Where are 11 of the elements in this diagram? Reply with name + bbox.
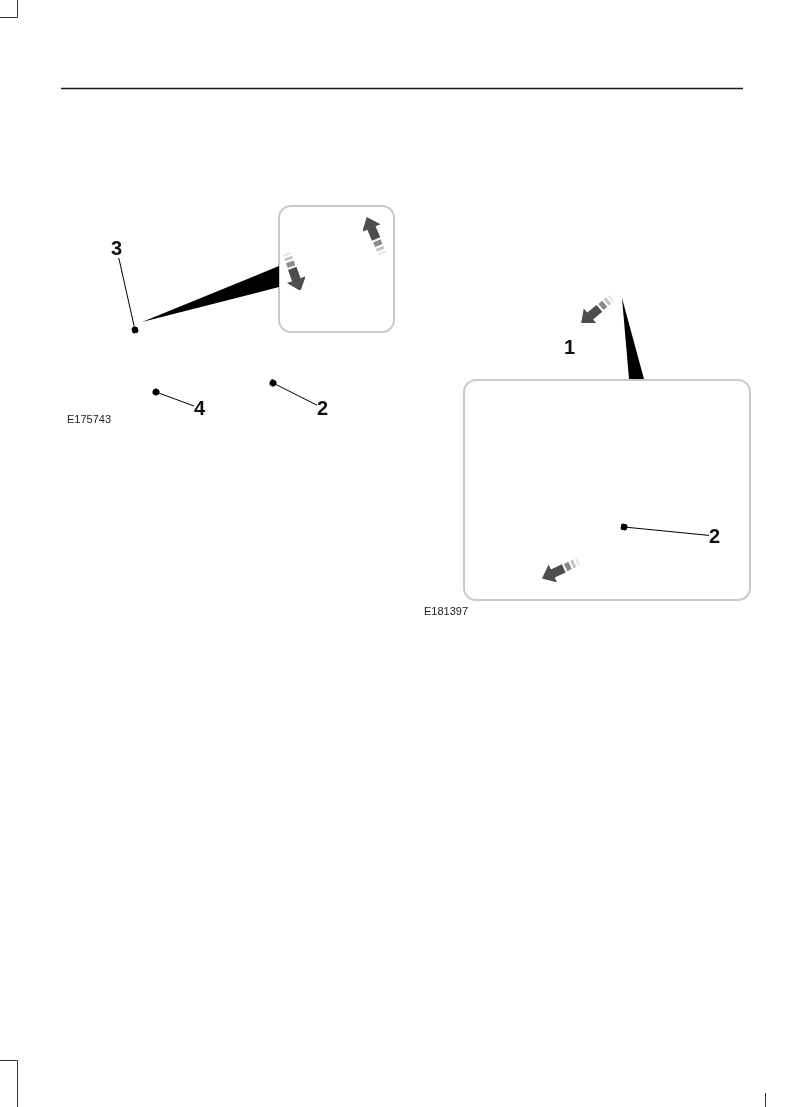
figure-code: E175743 — [67, 414, 112, 425]
figure-code: E181397 — [424, 606, 469, 617]
leader-line — [152, 388, 195, 407]
leader-line — [118, 257, 139, 334]
callout-number: 1 — [564, 337, 576, 357]
leader-line — [269, 379, 318, 406]
callout-number: 3 — [111, 238, 123, 258]
callout-number: 2 — [317, 398, 329, 418]
leader-line — [620, 523, 710, 536]
callout-number: 4 — [194, 398, 206, 418]
callout-number: 2 — [709, 526, 721, 546]
